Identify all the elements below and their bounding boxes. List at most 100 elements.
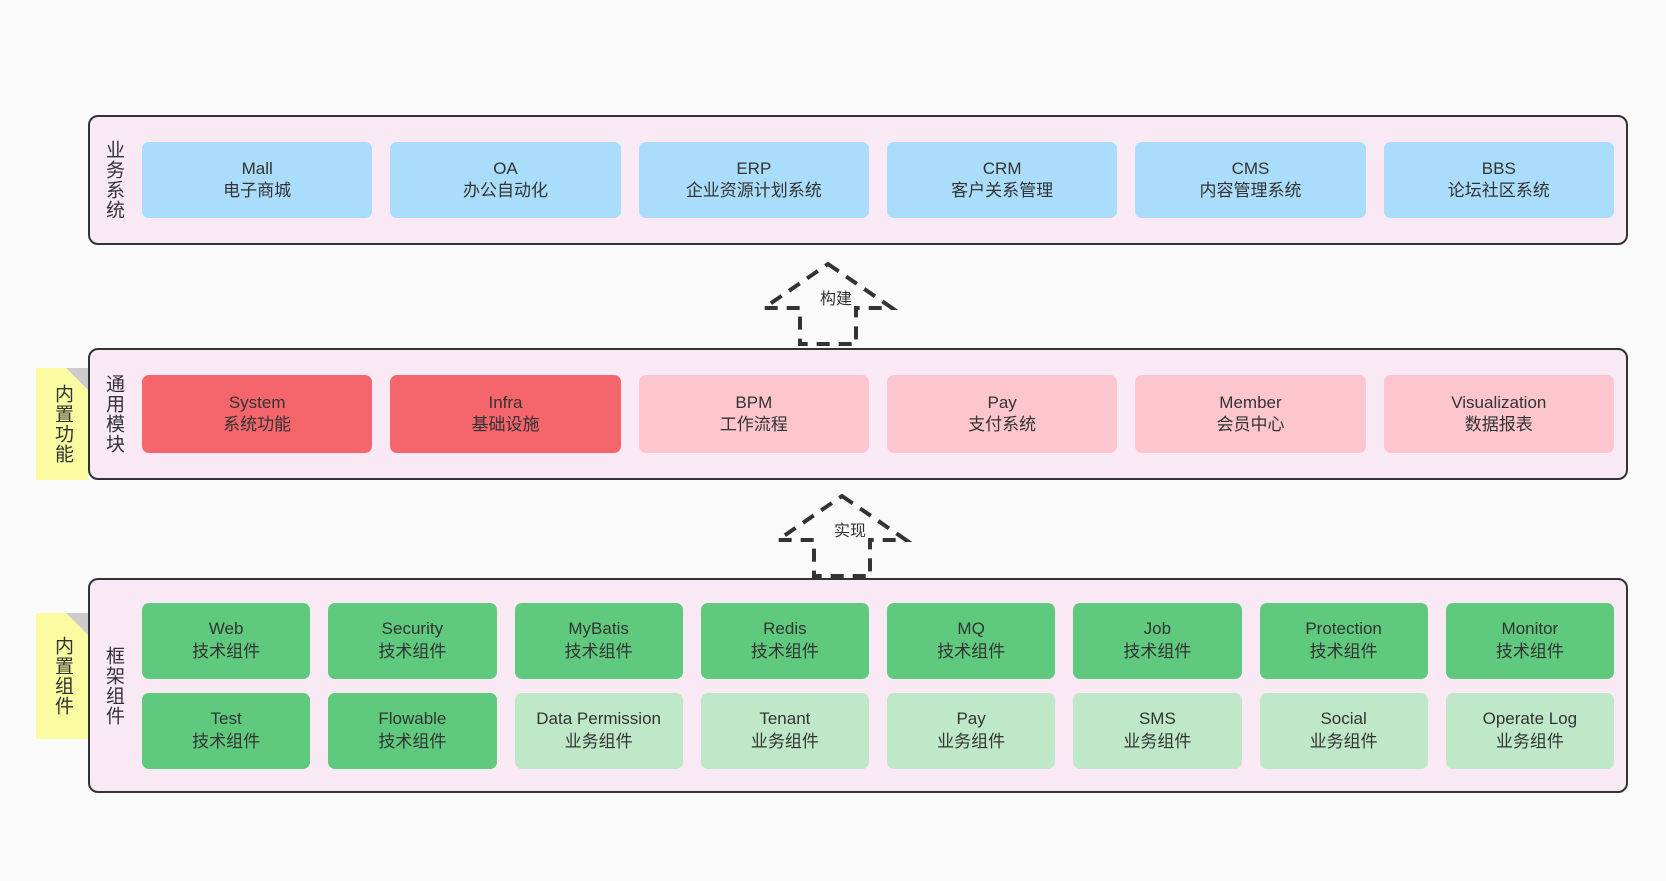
business-systems-band: 业务系统 Mall 电子商城 OA 办公自动化 ERP 企业资源计划系统 CRM… [88,115,1628,245]
card-title: Flowable [378,709,447,729]
framework-components-band: 框架组件 Web 技术组件 Security 技术组件 MyBatis 技术组件… [88,578,1628,793]
framework-components-row-technical: Web 技术组件 Security 技术组件 MyBatis 技术组件 Redi… [142,602,1614,679]
card-social[interactable]: Social 业务组件 [1259,692,1428,769]
card-title: Test [210,709,242,729]
framework-components-cards: Web 技术组件 Security 技术组件 MyBatis 技术组件 Redi… [136,580,1626,791]
card-mq[interactable]: MQ 技术组件 [887,602,1056,679]
card-title: Member [1219,392,1282,412]
card-oa[interactable]: OA 办公自动化 [390,142,621,218]
card-redis[interactable]: Redis 技术组件 [700,602,869,679]
card-title: Protection [1305,619,1382,639]
card-protection[interactable]: Protection 技术组件 [1259,602,1428,679]
card-subtitle: 技术组件 [192,731,261,751]
card-title: Operate Log [1482,709,1578,729]
card-subtitle: 数据报表 [1464,415,1533,434]
card-subtitle: 业务组件 [750,731,819,751]
card-bpm[interactable]: BPM 工作流程 [638,375,869,453]
card-title: System [228,392,286,412]
common-modules-label: 通用模块 [103,374,125,454]
card-title: Infra [488,392,523,412]
card-subtitle: 系统功能 [223,415,292,434]
connector-implement: 实现 [772,490,912,580]
card-subtitle: 电子商城 [223,181,292,200]
card-subtitle: 业务组件 [1309,731,1378,751]
card-visualization[interactable]: Visualization 数据报表 [1383,375,1614,453]
card-subtitle: 技术组件 [937,641,1006,661]
framework-components-row-business: Test 技术组件 Flowable 技术组件 Data Permission … [142,692,1614,769]
card-data-permission[interactable]: Data Permission 业务组件 [514,692,683,769]
card-test[interactable]: Test 技术组件 [142,692,311,769]
card-subtitle: 内容管理系统 [1199,181,1302,200]
card-title: MyBatis [568,619,629,639]
card-title: Job [1143,619,1172,639]
card-title: SMS [1138,709,1176,729]
card-title: Social [1320,709,1367,729]
card-monitor[interactable]: Monitor 技术组件 [1445,602,1614,679]
business-systems-label: 业务系统 [103,140,125,220]
card-web[interactable]: Web 技术组件 [142,602,311,679]
card-subtitle: 技术组件 [192,641,261,661]
common-modules-cards: System 系统功能 Infra 基础设施 BPM 工作流程 Pay 支付系统… [136,350,1626,478]
sticky-note-text: 内置功能 [52,384,74,464]
card-title: Visualization [1451,392,1547,412]
card-sms[interactable]: SMS 业务组件 [1073,692,1242,769]
card-mall[interactable]: Mall 电子商城 [142,142,373,218]
card-title: Web [208,619,244,639]
card-flowable[interactable]: Flowable 技术组件 [328,692,497,769]
card-title: Mall [241,158,273,178]
card-subtitle: 技术组件 [378,641,447,661]
card-member[interactable]: Member 会员中心 [1135,375,1366,453]
card-title: Monitor [1501,619,1559,639]
card-subtitle: 企业资源计划系统 [685,181,822,200]
card-subtitle: 支付系统 [968,415,1037,434]
card-subtitle: 论坛社区系统 [1447,181,1550,200]
connector-build: 构建 [758,258,898,348]
card-subtitle: 办公自动化 [462,181,548,200]
sticky-note-builtin-components: 内置组件 [36,613,88,739]
card-infra[interactable]: Infra 基础设施 [390,375,621,453]
card-pay-business[interactable]: Pay 业务组件 [887,692,1056,769]
card-subtitle: 业务组件 [1495,731,1564,751]
card-title: BBS [1481,158,1516,178]
card-security[interactable]: Security 技术组件 [328,602,497,679]
connector-implement-label: 实现 [834,523,867,540]
card-subtitle: 技术组件 [564,641,633,661]
card-operate-log[interactable]: Operate Log 业务组件 [1445,692,1614,769]
card-title: Security [381,619,444,639]
card-subtitle: 业务组件 [564,731,633,751]
sticky-note-builtin-functions: 内置功能 [36,368,88,480]
common-modules-row: System 系统功能 Infra 基础设施 BPM 工作流程 Pay 支付系统… [142,375,1614,453]
card-title: Pay [956,709,986,729]
common-modules-band: 通用模块 System 系统功能 Infra 基础设施 BPM 工作流程 Pay… [88,348,1628,480]
card-title: Tenant [759,709,811,729]
page-fold-icon [66,613,88,635]
card-title: CRM [982,158,1022,178]
card-erp[interactable]: ERP 企业资源计划系统 [638,142,869,218]
sticky-note-text: 内置组件 [52,636,74,716]
card-title: BPM [735,392,773,412]
card-subtitle: 技术组件 [750,641,819,661]
card-title: ERP [736,158,772,178]
card-subtitle: 技术组件 [1123,641,1192,661]
card-tenant[interactable]: Tenant 业务组件 [700,692,869,769]
card-title: Pay [987,392,1017,412]
card-mybatis[interactable]: MyBatis 技术组件 [514,602,683,679]
card-subtitle: 技术组件 [1309,641,1378,661]
card-bbs[interactable]: BBS 论坛社区系统 [1383,142,1614,218]
card-system[interactable]: System 系统功能 [142,375,373,453]
card-subtitle: 基础设施 [471,415,540,434]
card-subtitle: 会员中心 [1216,415,1285,434]
framework-components-label: 框架组件 [103,645,125,726]
card-subtitle: 业务组件 [937,731,1006,751]
card-crm[interactable]: CRM 客户关系管理 [886,142,1118,218]
connector-build-label: 构建 [820,291,853,308]
card-cms[interactable]: CMS 内容管理系统 [1135,142,1366,218]
business-systems-cards: Mall 电子商城 OA 办公自动化 ERP 企业资源计划系统 CRM 客户关系… [136,117,1626,243]
card-title: OA [493,158,518,178]
card-subtitle: 技术组件 [378,731,447,751]
card-job[interactable]: Job 技术组件 [1073,602,1242,679]
card-title: MQ [957,619,985,639]
card-title: Redis [763,619,807,639]
card-pay[interactable]: Pay 支付系统 [886,375,1118,453]
card-title: Data Permission [536,709,661,729]
